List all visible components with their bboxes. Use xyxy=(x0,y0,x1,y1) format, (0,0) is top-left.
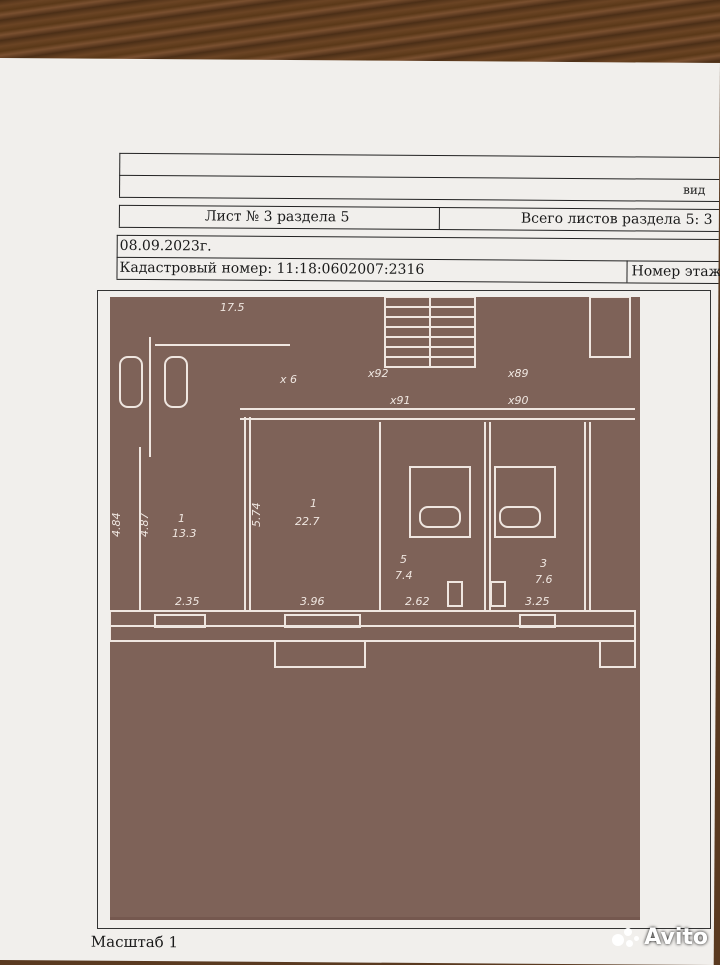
floor-plan-drawing: 1 13.3 1 22.7 5 7.4 3 7.6 2.35 3.96 2.62… xyxy=(110,297,636,668)
view-label: вид xyxy=(683,182,706,197)
floor-plan-image: 1 13.3 1 22.7 5 7.4 3 7.6 2.35 3.96 2.62… xyxy=(110,297,640,917)
room-number: 5 xyxy=(400,553,407,566)
room-number: 1 xyxy=(178,512,185,525)
plan-label: х90 xyxy=(507,394,529,407)
floor-number-label: Номер этаж xyxy=(631,263,720,281)
room-area: 22.7 xyxy=(295,515,320,528)
avito-logo-icon xyxy=(612,928,640,948)
plan-label: х 6 xyxy=(279,373,297,386)
room-area: 7.4 xyxy=(395,569,413,582)
dimension-label: 3.25 xyxy=(525,595,550,608)
dimension-label: 3.96 xyxy=(300,595,325,608)
room-area: 13.3 xyxy=(172,527,197,540)
room-number: 1 xyxy=(310,497,317,510)
room-area: 7.6 xyxy=(535,573,553,586)
avito-brand-text: Avito xyxy=(644,925,708,950)
dimension-label: 2.35 xyxy=(175,595,200,608)
plan-label: 17.5 xyxy=(220,301,245,314)
avito-watermark: Avito xyxy=(612,925,708,950)
sheet-label: Лист № 3 раздела 5 xyxy=(204,208,350,226)
plan-label: х89 xyxy=(507,367,529,380)
cadastral-number: Кадастровый номер: 11:18:0602007:2316 xyxy=(119,259,425,278)
dimension-label: 2.62 xyxy=(405,595,430,608)
room-number: 3 xyxy=(540,557,547,570)
plan-label: х92 xyxy=(367,367,389,380)
scale-label: Масштаб 1 xyxy=(90,932,179,952)
document-date: 08.09.2023г. xyxy=(119,237,212,255)
total-sheets-label: Всего листов раздела 5: 3 xyxy=(520,210,713,228)
dimension-label: 4.87 xyxy=(138,513,151,538)
dimension-label: 4.84 xyxy=(110,513,123,538)
floor-plan-frame xyxy=(97,290,711,929)
dimension-label: 5.74 xyxy=(250,503,263,528)
plan-label: х91 xyxy=(389,394,411,407)
